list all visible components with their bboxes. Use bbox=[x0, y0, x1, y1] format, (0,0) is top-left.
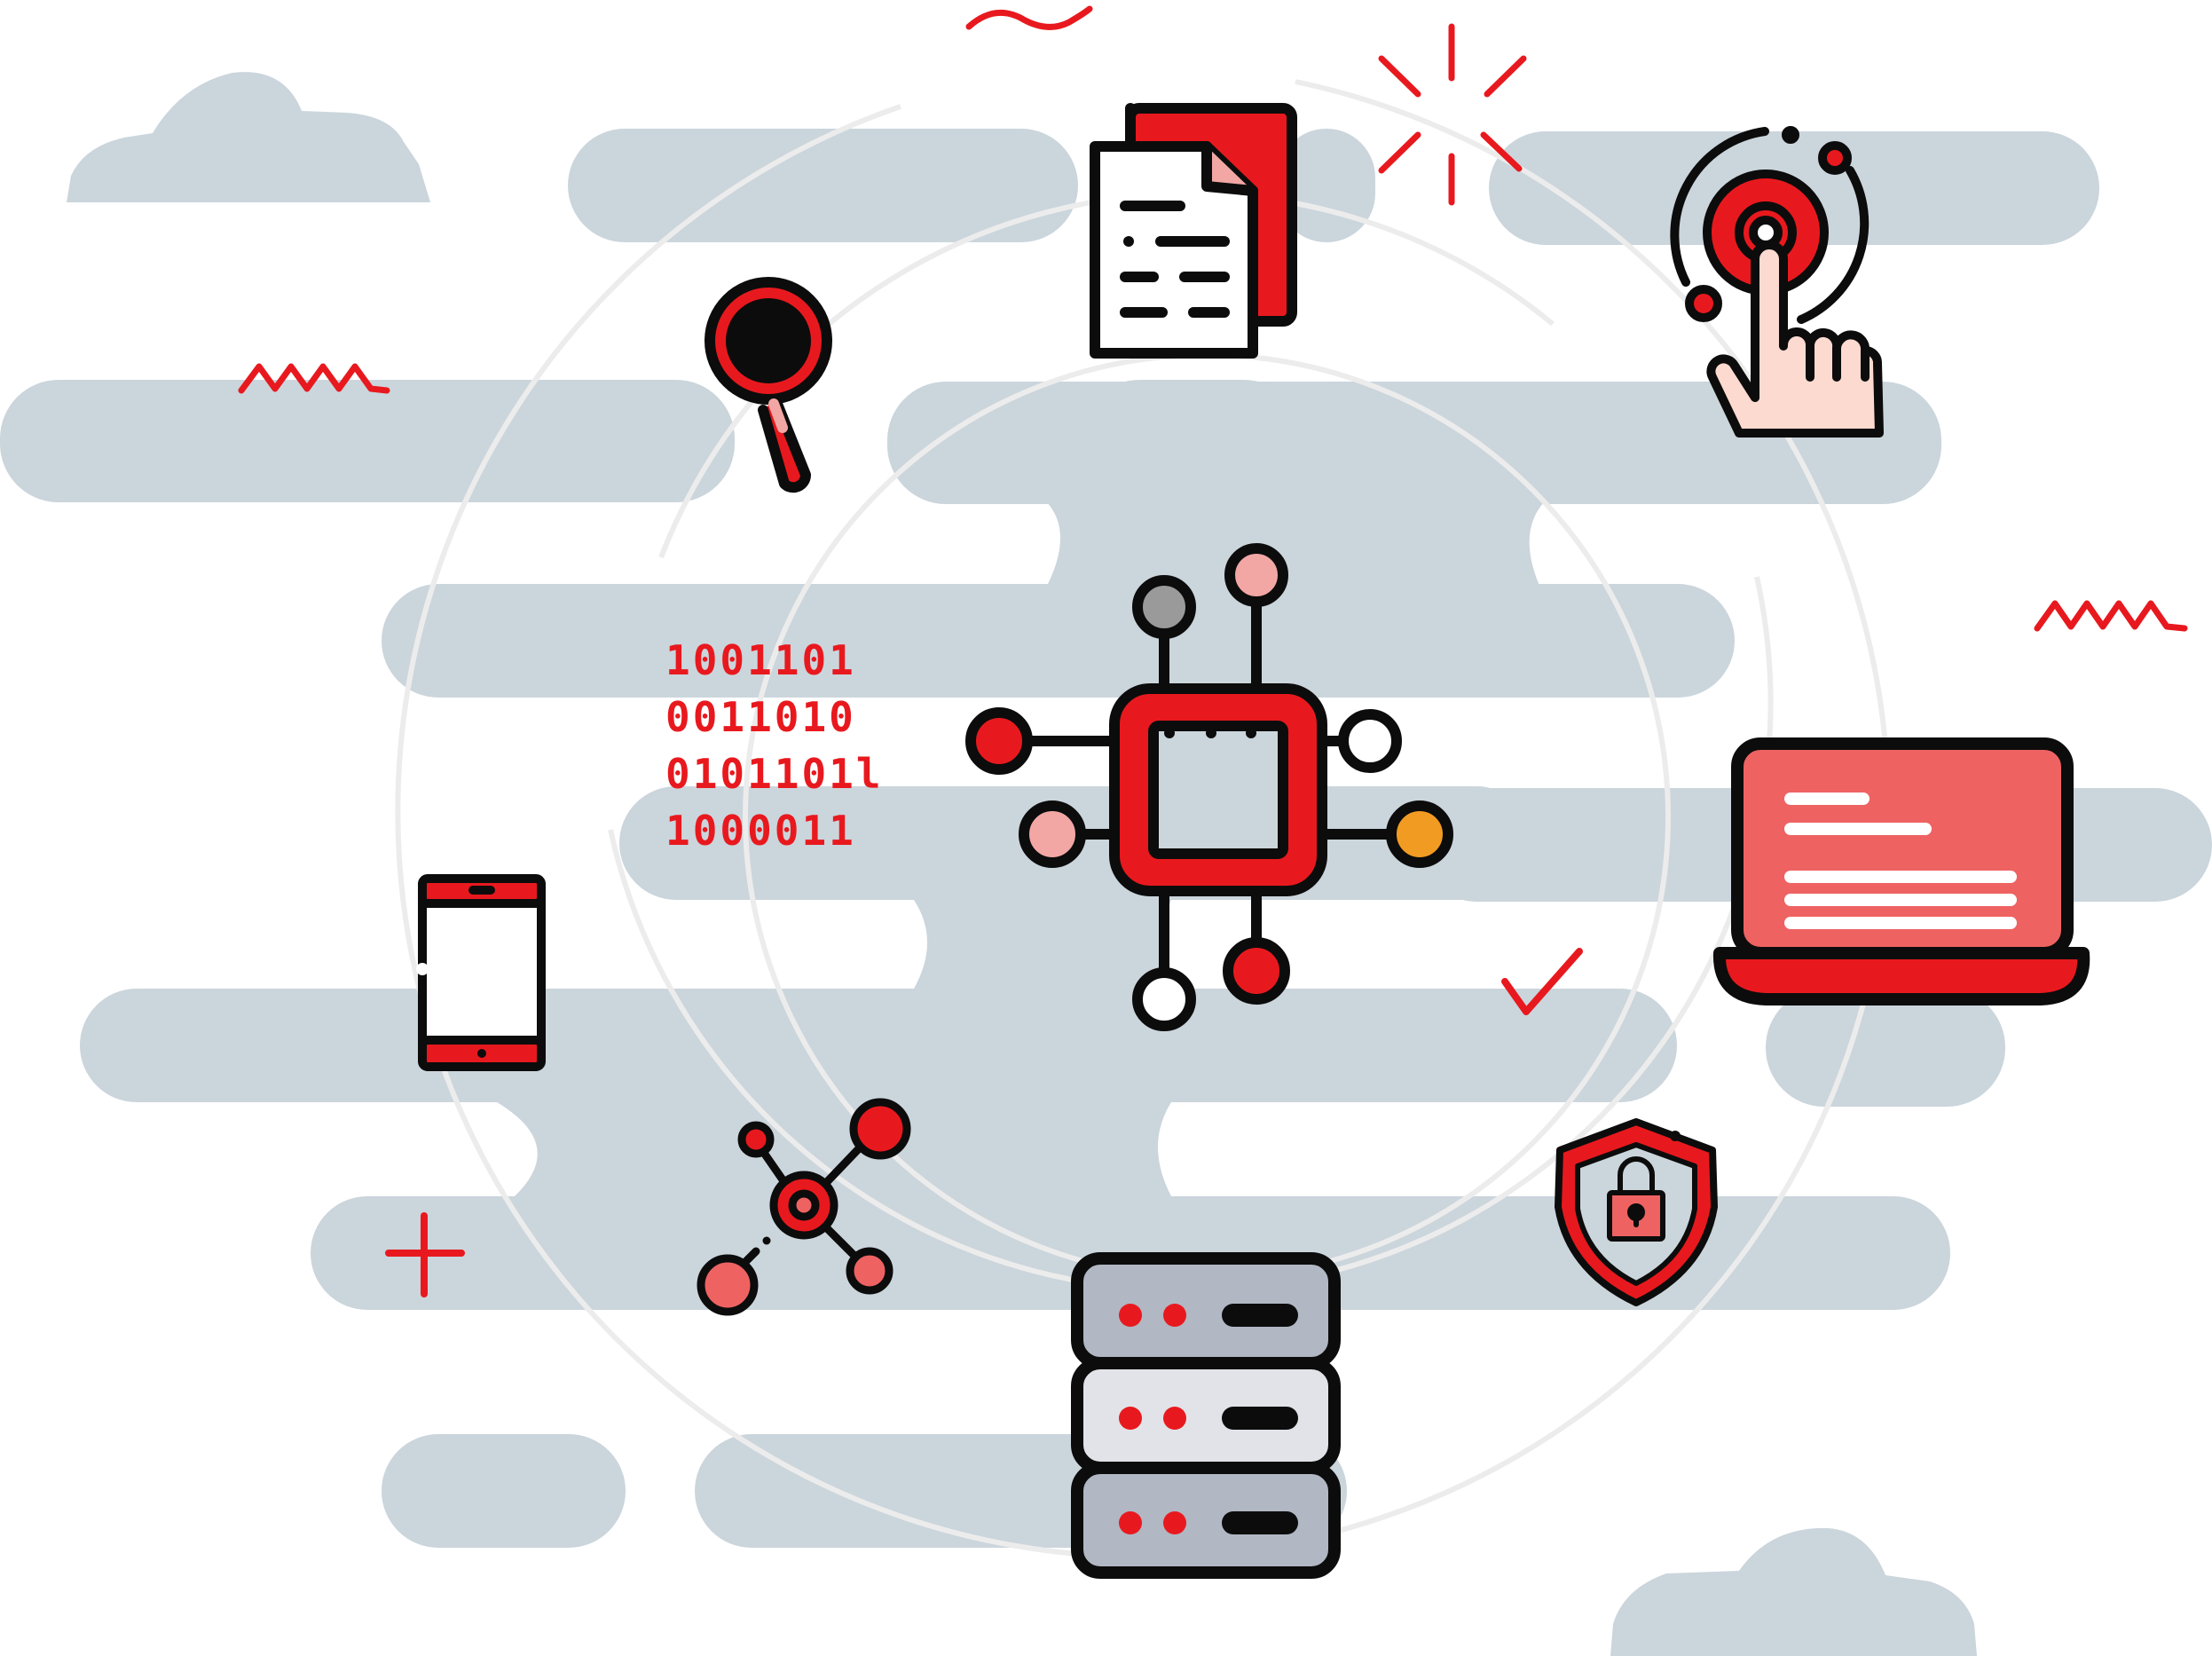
document-stack-icon bbox=[1090, 103, 1297, 359]
band-5 bbox=[1081, 380, 1303, 502]
band-6 bbox=[382, 584, 1735, 698]
squiggle-right bbox=[2034, 600, 2188, 632]
binary-row-2: 0011010 bbox=[665, 693, 856, 741]
magnifier-icon bbox=[705, 277, 832, 493]
band-10 bbox=[1766, 989, 2005, 1107]
binary-code: 1001101 0011010 0101101l 1000011 bbox=[665, 636, 884, 855]
band-9 bbox=[80, 989, 1677, 1102]
cloud-bottom-right bbox=[1610, 1527, 1977, 1656]
touch-target-icon bbox=[1670, 126, 1884, 438]
ring-middle bbox=[658, 191, 1555, 559]
molecule-network-icon bbox=[697, 1098, 911, 1316]
checkmark-icon bbox=[1501, 948, 1583, 1015]
binary-row-3: 0101101l bbox=[665, 750, 884, 798]
binary-row-4: 1000011 bbox=[665, 807, 856, 855]
sparkle-icon bbox=[1378, 23, 1527, 206]
binary-row-1: 1001101 bbox=[665, 636, 856, 684]
band-connector-3 bbox=[497, 1102, 1171, 1196]
laptop-icon bbox=[1712, 737, 2090, 1005]
band-1b bbox=[1278, 129, 1375, 242]
microchip-network-icon bbox=[965, 543, 1453, 1031]
security-shield-icon bbox=[1555, 1118, 1718, 1306]
band-12 bbox=[382, 1434, 626, 1548]
band-connector-2 bbox=[914, 900, 1171, 989]
cloud-top-left bbox=[67, 72, 430, 202]
plus-icon bbox=[385, 1212, 465, 1297]
band-3 bbox=[0, 380, 735, 502]
smartphone-icon bbox=[416, 874, 546, 1071]
server-rack-icon bbox=[1071, 1252, 1341, 1579]
squiggle-top bbox=[965, 5, 1093, 30]
band-connector-1 bbox=[1047, 502, 1544, 586]
squiggle-left bbox=[238, 363, 390, 394]
